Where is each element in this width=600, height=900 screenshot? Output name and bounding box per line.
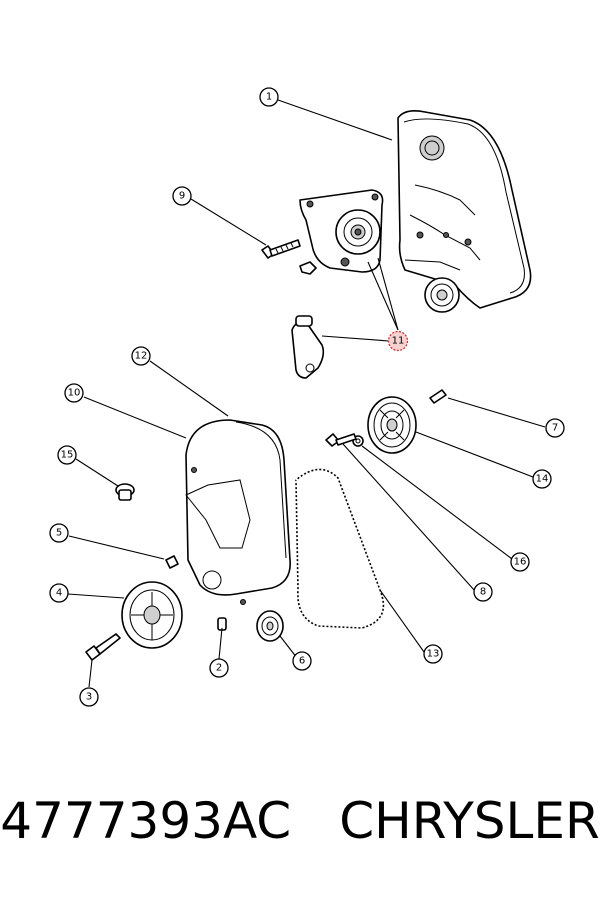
part-woodruff-key xyxy=(165,555,179,569)
callout-10: 10 xyxy=(64,383,84,403)
svg-text:2: 2 xyxy=(216,663,222,674)
callout-2: 2 xyxy=(209,658,229,678)
svg-text:15: 15 xyxy=(61,450,74,461)
part-number: 4777393AC xyxy=(0,792,292,850)
part-dowel-pin xyxy=(429,389,447,404)
part-upper-rear-cover xyxy=(397,110,532,309)
leader-lines xyxy=(67,99,546,688)
callout-13: 13 xyxy=(423,644,443,664)
callout-1: 1 xyxy=(259,87,279,107)
part-camshaft-sprocket xyxy=(367,396,417,454)
part-tensioner-assembly xyxy=(299,189,384,273)
part-front-timing-cover xyxy=(185,419,291,605)
svg-text:4: 4 xyxy=(56,588,62,599)
svg-text:6: 6 xyxy=(299,656,305,667)
part-crank-sprocket xyxy=(256,610,284,642)
svg-text:8: 8 xyxy=(480,587,486,598)
brand-name: CHRYSLER xyxy=(339,792,600,850)
svg-text:12: 12 xyxy=(135,351,148,362)
callout-6: 6 xyxy=(292,651,312,671)
callout-11: 11 xyxy=(387,330,409,352)
svg-text:3: 3 xyxy=(86,692,92,703)
callout-12: 12 xyxy=(131,346,151,366)
callout-3: 3 xyxy=(79,687,99,707)
part-fastener-15 xyxy=(115,483,135,501)
part-timing-belt xyxy=(294,468,385,630)
svg-text:11: 11 xyxy=(392,336,405,347)
callout-14: 14 xyxy=(532,469,552,489)
callout-15: 15 xyxy=(57,445,77,465)
svg-text:13: 13 xyxy=(427,649,440,660)
svg-text:10: 10 xyxy=(68,388,81,399)
part-nut-small xyxy=(299,261,317,275)
svg-text:16: 16 xyxy=(514,557,527,568)
svg-text:14: 14 xyxy=(536,474,549,485)
callout-4: 4 xyxy=(49,583,69,603)
timing-belt-exploded-diagram: 1 9 11 12 10 7 15 14 5 16 8 4 xyxy=(49,87,565,707)
svg-text:1: 1 xyxy=(266,92,272,103)
part-cam-sprocket-small xyxy=(424,277,460,313)
part-bolt-3 xyxy=(85,633,121,661)
callout-16: 16 xyxy=(510,552,530,572)
callout-8: 8 xyxy=(473,582,493,602)
part-bolt-8 xyxy=(325,433,357,447)
part-caption: 4777393AC CHRYSLER xyxy=(0,792,600,872)
callout-7: 7 xyxy=(545,418,565,438)
svg-text:7: 7 xyxy=(552,423,558,434)
svg-text:5: 5 xyxy=(56,528,62,539)
part-bolt-9 xyxy=(261,239,301,259)
callout-9: 9 xyxy=(172,186,192,206)
svg-text:9: 9 xyxy=(179,191,185,202)
part-tensioner-spring xyxy=(291,315,325,379)
callout-5: 5 xyxy=(49,523,69,543)
part-crankshaft-damper xyxy=(121,581,183,649)
